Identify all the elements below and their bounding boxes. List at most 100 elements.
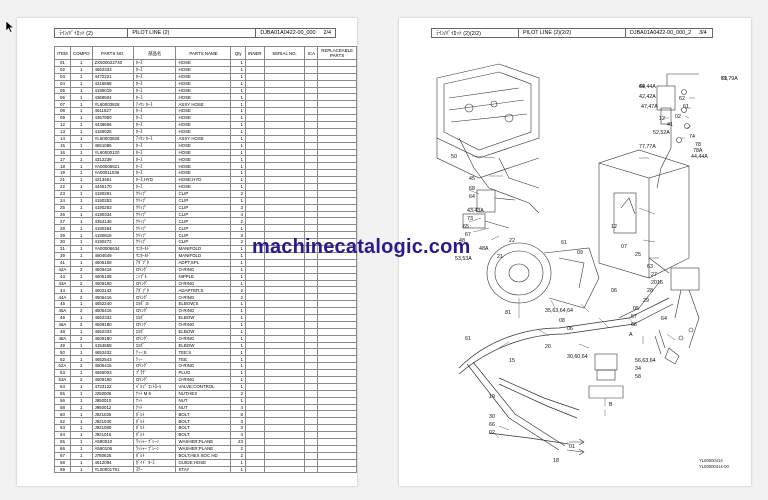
- cell-name-jp: ﾎｰｽ: [132, 72, 177, 81]
- cell-empty: [244, 389, 265, 398]
- cell-empty: [263, 403, 306, 412]
- cell-empty: [304, 176, 319, 185]
- cell-parts-no: 4190334: [91, 210, 134, 219]
- cell-empty: [304, 293, 319, 302]
- cell-compo: 2: [69, 362, 93, 371]
- cell-empty: [317, 134, 357, 143]
- cell-item: 13: [54, 127, 71, 136]
- cell-parts-no: YL60003828: [91, 100, 134, 109]
- cell-qty: 2: [230, 217, 246, 226]
- cell-empty: [263, 79, 306, 88]
- cell-empty: [304, 389, 319, 398]
- cell-empty: [244, 265, 265, 274]
- cell-qty: 1: [230, 176, 246, 185]
- cell-compo: 1: [69, 217, 93, 226]
- cell-name-jp: ｸﾘｯﾌﾟ: [132, 196, 177, 205]
- cell-name-jp: ﾏﾆﾎｰﾙﾄﾞ: [132, 245, 177, 253]
- cell-item: 44: [54, 286, 71, 295]
- cell-name-jp: ﾎｰｽ: [132, 127, 177, 136]
- callout-label: 19: [489, 394, 495, 400]
- cell-compo: 1: [69, 72, 93, 81]
- cell-empty: [244, 59, 265, 67]
- cell-empty: [304, 217, 319, 226]
- cell-empty: [317, 348, 357, 357]
- cell-name-jp: ﾎｰｽ: [132, 183, 177, 191]
- cell-empty: [317, 382, 357, 391]
- col-replaceable: REPLACEABLE PARTS: [317, 46, 357, 60]
- cell-empty: [244, 286, 265, 295]
- callout-label: 58: [635, 374, 641, 380]
- cell-empty: [263, 320, 306, 329]
- cell-empty: [304, 348, 319, 357]
- cell-name-jp: ｱｯｾﾝ ﾎｰｽ: [132, 134, 177, 143]
- cell-empty: [244, 362, 265, 371]
- cell-empty: [263, 65, 306, 74]
- cell-empty: [244, 134, 265, 143]
- callout-label: 02: [675, 114, 681, 120]
- cell-compo: 1: [69, 79, 93, 88]
- cell-item: 53: [54, 369, 71, 377]
- cell-name: PLUG: [175, 369, 232, 377]
- callout-label: 12: [659, 116, 665, 122]
- cell-empty: [304, 169, 319, 178]
- cell-compo: 1: [69, 424, 93, 433]
- cell-compo: 2: [69, 334, 93, 343]
- cell-empty: [317, 217, 357, 226]
- cell-empty: [304, 451, 319, 460]
- cell-empty: [304, 72, 319, 81]
- cell-empty: [317, 431, 357, 439]
- cell-parts-no: 4369504: [91, 93, 134, 102]
- cell-empty: [263, 121, 306, 129]
- cell-name-jp: ﾎｰｽ: [132, 148, 177, 157]
- cell-name: ASSY HOSE: [175, 134, 232, 143]
- cell-item: 68: [54, 458, 71, 467]
- cell-qty: 3: [230, 231, 246, 240]
- cell-qty: 1: [230, 313, 246, 322]
- cell-compo: 1: [69, 341, 93, 350]
- header-title-jp: ﾗｲﾝ/ﾊﾟｲﾛｯﾄ (2): [59, 31, 93, 37]
- cell-empty: [244, 444, 265, 453]
- cell-empty: [317, 155, 357, 164]
- cell-empty: [304, 437, 319, 446]
- cell-empty: [304, 444, 319, 453]
- cell-empty: [304, 127, 319, 136]
- cell-empty: [317, 313, 357, 322]
- cell-empty: [317, 424, 357, 433]
- cell-empty: [317, 341, 357, 350]
- cell-qty: 4: [230, 403, 246, 412]
- figure-id: YL60000414: [699, 458, 723, 463]
- callout-label: 42,42A: [639, 94, 656, 100]
- cell-name: O-RING: [175, 293, 232, 302]
- cell-item: 42A: [54, 265, 71, 274]
- cell-parts-no: 4723122: [91, 382, 134, 391]
- cell-item: 26: [54, 210, 71, 219]
- cell-parts-no: 4190264: [91, 224, 134, 233]
- cell-qty: 2: [230, 189, 246, 198]
- cell-empty: [304, 141, 319, 150]
- cell-compo: 2: [69, 279, 93, 288]
- cell-parts-no: J921025: [91, 410, 134, 419]
- cell-qty: 1: [230, 355, 246, 364]
- cell-qty: 1: [230, 224, 246, 233]
- cell-name: MANIFOLD: [175, 251, 232, 260]
- cell-empty: [263, 107, 306, 116]
- cell-empty: [244, 424, 265, 433]
- cell-compo: 1: [69, 444, 93, 453]
- cell-empty: [263, 162, 306, 171]
- cell-empty: [244, 258, 265, 267]
- cell-empty: [244, 65, 265, 74]
- cell-name: CLIP: [175, 196, 232, 205]
- cell-compo: 1: [69, 183, 93, 191]
- cell-empty: [304, 210, 319, 219]
- cell-compo: 1: [69, 251, 93, 260]
- callout-label: 34: [635, 366, 641, 372]
- cell-qty: 1: [230, 272, 246, 281]
- cell-name-jp: ﾎｰｽ: [132, 121, 177, 129]
- callout-label: 78: [695, 142, 701, 148]
- cell-qty: 3: [230, 424, 246, 433]
